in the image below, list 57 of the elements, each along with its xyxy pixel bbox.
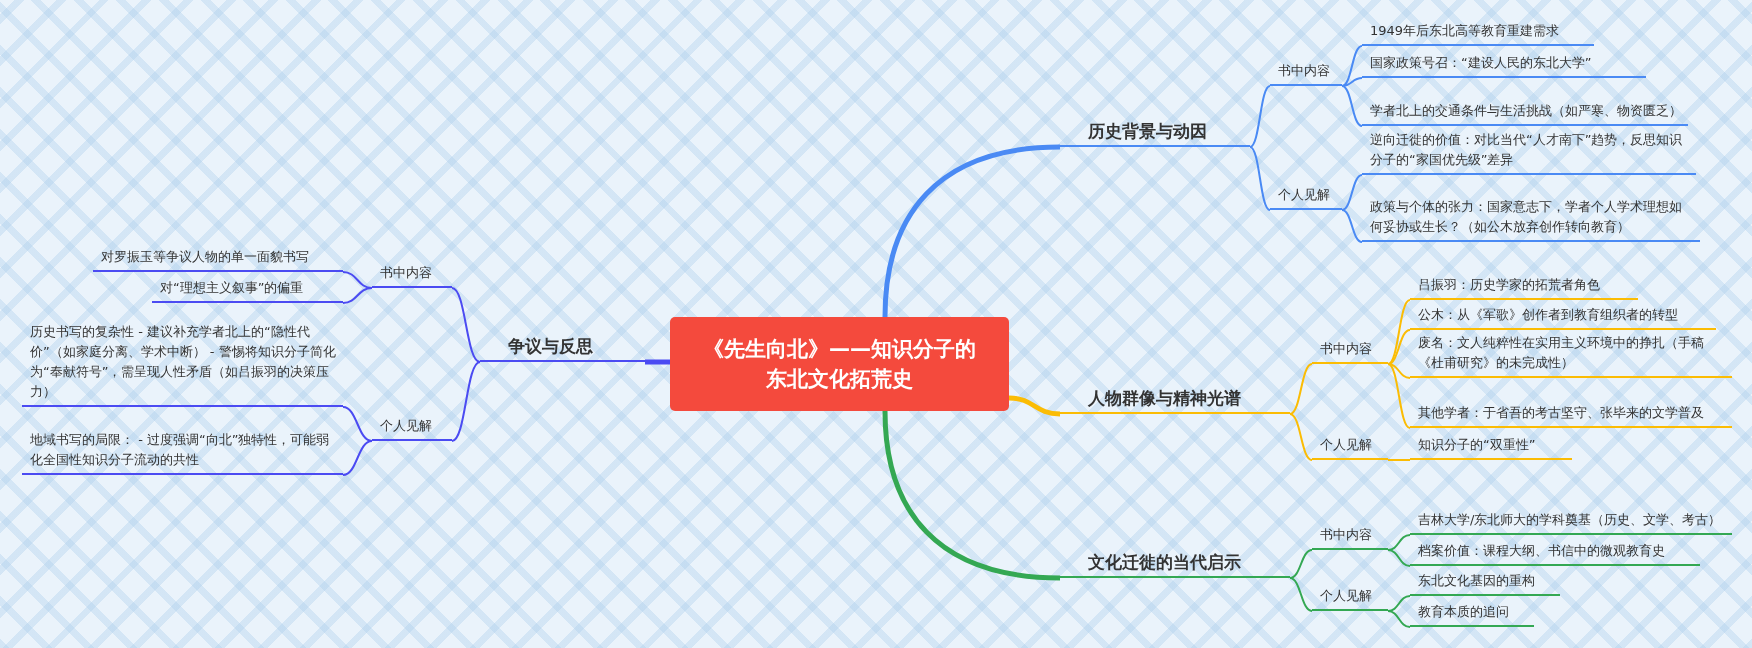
- branch-line: [1341, 77, 1363, 87]
- topic-item: 公木：从《军歌》创作者到教育组织者的转型: [1410, 305, 1716, 330]
- branch-line: [1341, 209, 1363, 243]
- branch-line: [451, 287, 481, 363]
- branch-line: [1008, 395, 1061, 417]
- subtopic: 个人见解: [1312, 586, 1388, 611]
- branch-line: [882, 410, 1061, 581]
- topic-item: 其他学者：于省吾的考古坚守、张毕来的文学普及: [1410, 403, 1732, 428]
- branch-topic: 历史背景与动因: [1060, 121, 1250, 147]
- branch-line: [1341, 174, 1363, 211]
- branch-line: [645, 359, 670, 365]
- central-topic-box: 《先生向北》——知识分子的东北文化拓荒史: [670, 317, 1009, 411]
- branch-line: [1249, 146, 1271, 211]
- branch-topic: 争议与反思: [480, 336, 645, 362]
- branch-line: [1341, 85, 1363, 127]
- topic-item: 国家政策号召：“建设人民的东北大学”: [1362, 53, 1646, 78]
- subtopic: 个人见解: [1270, 185, 1342, 210]
- topic-item: 1949年后东北高等教育重建需求: [1362, 21, 1594, 46]
- subtopic: 书中内容: [1312, 339, 1388, 364]
- branch-topic: 文化迁徙的当代启示: [1060, 552, 1290, 578]
- branch-topic: 人物群像与精神光谱: [1060, 388, 1290, 414]
- topic-item: 学者北上的交通条件与生活挑战（如严寒、物资匮乏）: [1362, 101, 1688, 126]
- branch-line: [1289, 549, 1313, 579]
- branch-line: [1387, 363, 1411, 379]
- branch-line: [1387, 610, 1411, 628]
- topic-item: 对“理想主义叙事”的偏重: [152, 278, 343, 303]
- branch-line: [882, 144, 1061, 318]
- branch-line: [1387, 459, 1411, 461]
- branch-line: [1289, 363, 1313, 415]
- branch-line: [1289, 577, 1313, 612]
- branch-line: [1341, 45, 1363, 87]
- topic-item: 档案价值：课程大纲、书信中的微观教育史: [1410, 541, 1700, 566]
- subtopic: 书中内容: [1270, 61, 1342, 86]
- branch-line: [1289, 413, 1313, 461]
- topic-item: 吉林大学/东北师大的学科奠基（历史、文学、考古）: [1410, 510, 1732, 535]
- topic-item: 对罗振玉等争议人物的单一面貌书写: [93, 247, 343, 272]
- topic-item: 吕振羽：历史学家的拓荒者角色: [1410, 275, 1638, 300]
- topic-item: 废名：文人纯粹性在实用主义环境中的挣扎（手稿《杜甫研究》的未完成性）: [1410, 333, 1732, 378]
- topic-item: 地域书写的局限： - 过度强调“向北”独特性，可能弱化全国性知识分子流动的共性: [22, 430, 343, 475]
- subtopic: 个人见解: [372, 416, 452, 441]
- topic-item: 东北文化基因的重构: [1410, 571, 1560, 596]
- branch-line: [1387, 363, 1411, 429]
- branch-line: [1387, 329, 1411, 365]
- topic-item: 逆向迁徙的价值：对比当代“人才南下”趋势，反思知识分子的“家国优先级”差异: [1362, 130, 1696, 175]
- branch-line: [1249, 85, 1271, 148]
- subtopic: 个人见解: [1312, 435, 1388, 460]
- topic-item: 历史书写的复杂性 - 建议补充学者北上的“隐性代价”（如家庭分离、学术中断） - 警惕将知识分子简化为“奉献符号”，需呈现人性矛盾（如吕振羽的决策压力）: [22, 322, 343, 407]
- branch-line: [451, 361, 481, 442]
- branch-line: [342, 440, 373, 476]
- branch-line: [1387, 549, 1411, 567]
- topic-item: 知识分子的“双重性”: [1410, 435, 1572, 460]
- subtopic: 书中内容: [372, 263, 452, 288]
- topic-item: 政策与个体的张力：国家意志下，学者个人学术理想如何妥协或生长？（如公木放弃创作转向教育）: [1362, 197, 1700, 242]
- branch-line: [342, 287, 373, 304]
- topic-item: 教育本质的追问: [1410, 602, 1534, 627]
- branch-line: [1387, 299, 1411, 365]
- subtopic: 书中内容: [1312, 525, 1388, 550]
